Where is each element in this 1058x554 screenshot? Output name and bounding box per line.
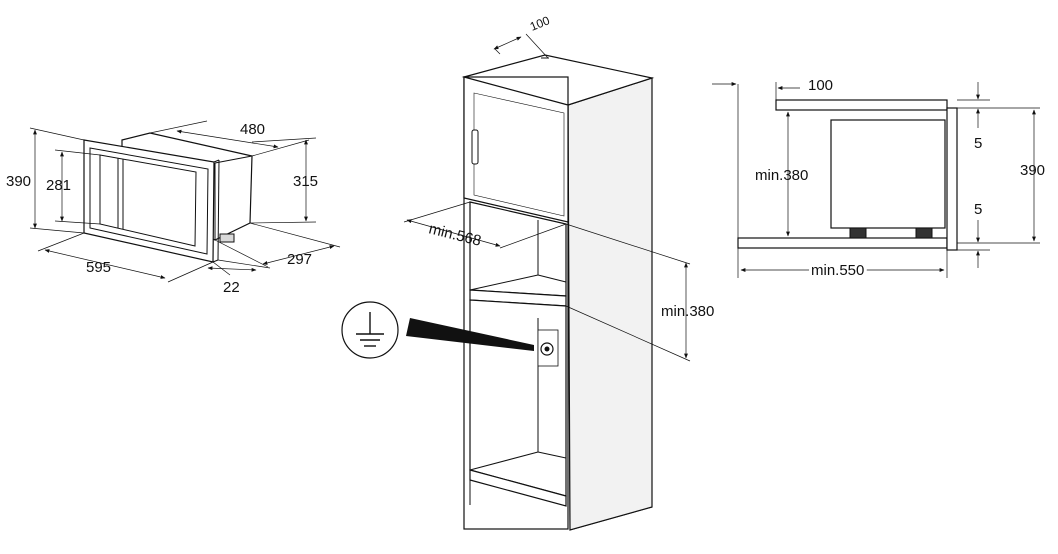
dim-side-min-380: min.380	[755, 167, 808, 184]
appliance-dimensions: 480 390 281 315 595 297 22	[6, 120, 341, 296]
earth-ground-icon	[341, 301, 534, 359]
dim-gap-5-bottom: 5	[974, 201, 982, 218]
dim-side-100: 100	[808, 77, 833, 94]
dim-297: 297	[287, 251, 312, 268]
dim-cabinet-100: 100	[528, 13, 552, 34]
ground-pointer-arrow	[406, 318, 534, 351]
dim-min-550: min.550	[811, 262, 864, 279]
dim-cabinet-min-380: min.380	[661, 303, 714, 320]
dim-side-390: 390	[1020, 162, 1045, 179]
door-handle	[471, 129, 479, 165]
side-section-dimensions: 100 min.380 min.550 390 5 5	[712, 77, 1045, 282]
dim-281: 281	[46, 177, 71, 194]
dim-22: 22	[223, 279, 240, 296]
dim-315: 315	[293, 173, 318, 190]
power-socket-icon	[537, 329, 559, 367]
dim-595: 595	[86, 259, 111, 276]
cabinet-drawing	[461, 54, 655, 531]
dim-480: 480	[240, 121, 265, 138]
dim-gap-5-top: 5	[974, 135, 982, 152]
dim-390-left: 390	[6, 173, 31, 190]
side-section-drawing	[737, 99, 958, 251]
appliance-drawing	[83, 132, 253, 263]
